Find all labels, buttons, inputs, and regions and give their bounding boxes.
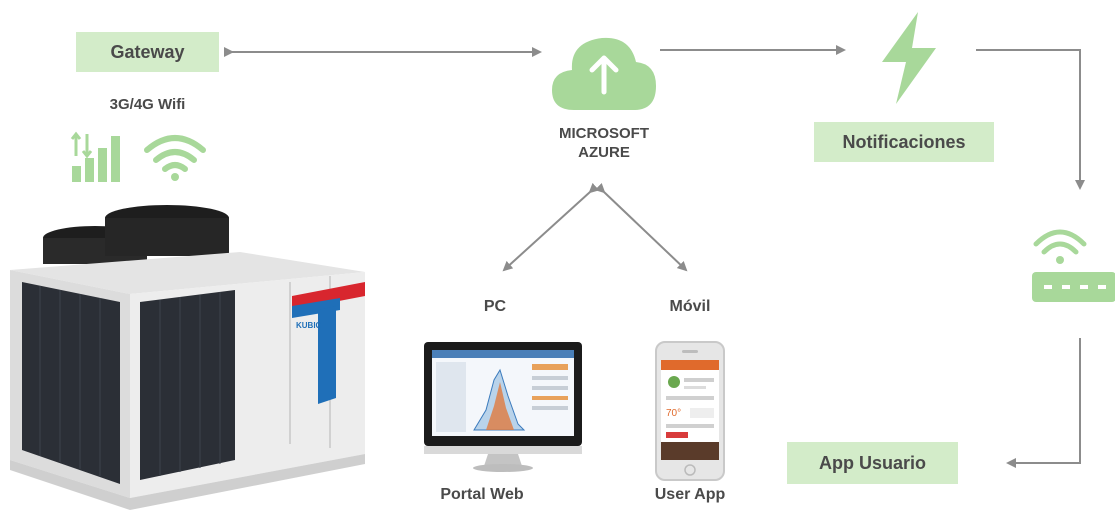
pc-caption: Portal Web (440, 486, 524, 503)
hvac-unit-image: KUBIC (10, 205, 365, 510)
cloud-label-line2: AZURE (578, 144, 630, 161)
mobile-caption: User App (654, 486, 726, 503)
signal-icon (70, 131, 120, 182)
connectivity-label: 3G/4G Wifi (109, 96, 186, 113)
cloud-upload-icon (552, 37, 656, 110)
gateway-label: Gateway (110, 41, 185, 62)
mobile-title: Móvil (669, 298, 711, 315)
pc-title: PC (483, 298, 507, 315)
router-icon (1032, 229, 1115, 302)
cloud-label: MICROSOFT AZURE (530, 124, 678, 162)
arrow-lightning-router (976, 49, 1085, 190)
gateway-tag: Gateway (76, 32, 219, 72)
app-user-tag: App Usuario (787, 442, 958, 484)
monitor-image (424, 342, 582, 472)
wifi-icon (144, 135, 206, 181)
lightning-icon (882, 12, 936, 104)
cloud-label-line1: MICROSOFT (559, 125, 649, 142)
svg-text:KUBIC: KUBIC (296, 321, 322, 330)
notifications-tag: Notificaciones (814, 122, 994, 162)
arrow-cloud-mobile (594, 182, 688, 272)
phone-image: 70° (655, 341, 725, 481)
arrow-cloud-pc (502, 182, 600, 272)
arrow-router-appuser (1006, 338, 1081, 468)
app-user-label: App Usuario (818, 452, 926, 473)
notifications-label: Notificaciones (842, 131, 966, 152)
svg-text:70°: 70° (666, 408, 681, 419)
